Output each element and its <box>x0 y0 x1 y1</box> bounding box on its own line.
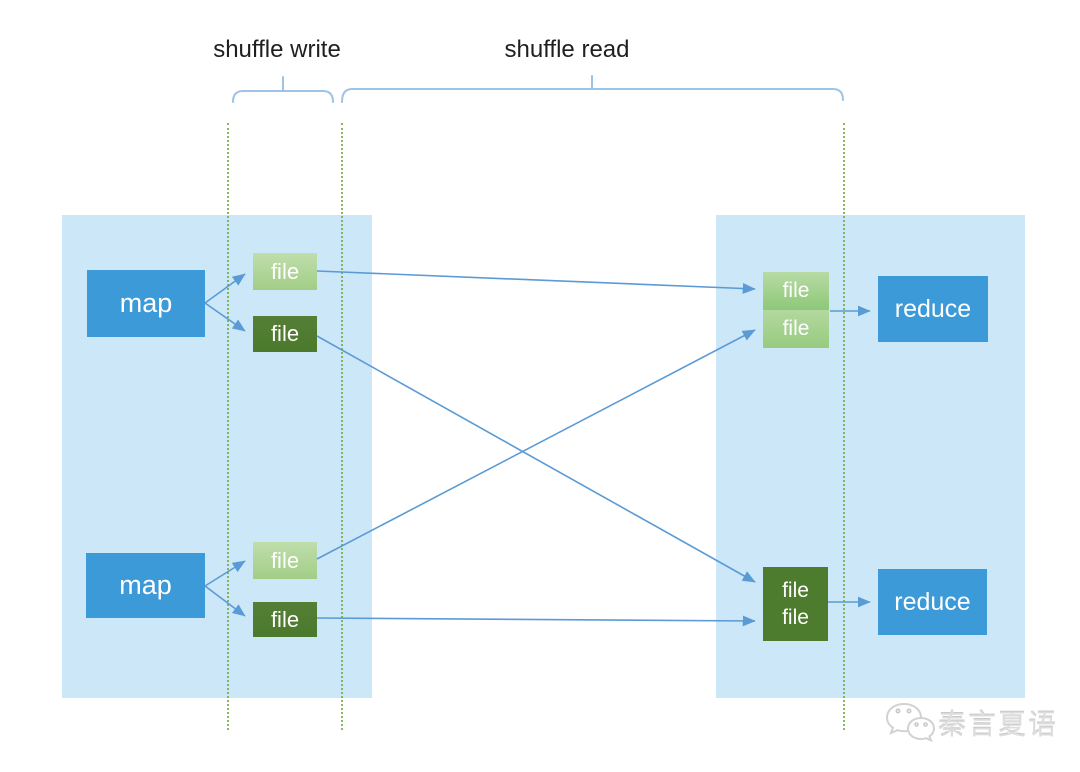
watermark-text: 秦言夏语 <box>938 709 1059 740</box>
watermark: 秦言夏语 <box>882 698 1058 748</box>
file-node-bottom-light: file <box>253 542 317 579</box>
file-node-bottom-dark: file <box>253 602 317 637</box>
arrow-file-bottom-light-to-stack-top <box>316 329 756 560</box>
guide-line-shuffle-write-end <box>341 123 343 730</box>
shuffle-write-label: shuffle write <box>213 36 341 63</box>
guide-line-shuffle-write-start <box>227 123 229 730</box>
arrow-file-bottom-dark-to-stack-bottom <box>316 615 756 627</box>
file-node-top-dark: file <box>253 316 317 352</box>
wechat-icon <box>885 702 936 743</box>
map-node-top: map <box>87 270 205 337</box>
file-stack-top-row1: file <box>763 272 829 310</box>
arrow-file-top-dark-to-stack-bottom <box>316 335 756 583</box>
map-node-bottom: map <box>86 553 205 618</box>
reduce-node-top: reduce <box>878 276 988 342</box>
file-stack-bottom: file file <box>763 567 828 641</box>
shuffle-read-bracket <box>341 75 844 103</box>
file-stack-bottom-row1: file <box>782 579 809 602</box>
arrow-file-top-light-to-stack-top <box>316 270 756 294</box>
shuffle-write-bracket <box>232 76 334 103</box>
file-stack-bottom-row2: file <box>782 606 809 629</box>
file-node-top-light: file <box>253 253 317 290</box>
reduce-node-bottom: reduce <box>878 569 987 635</box>
file-stack-top: file file <box>763 272 829 348</box>
guide-line-shuffle-read-end <box>843 123 845 730</box>
shuffle-read-label: shuffle read <box>504 36 630 63</box>
file-stack-top-row2: file <box>763 310 829 348</box>
